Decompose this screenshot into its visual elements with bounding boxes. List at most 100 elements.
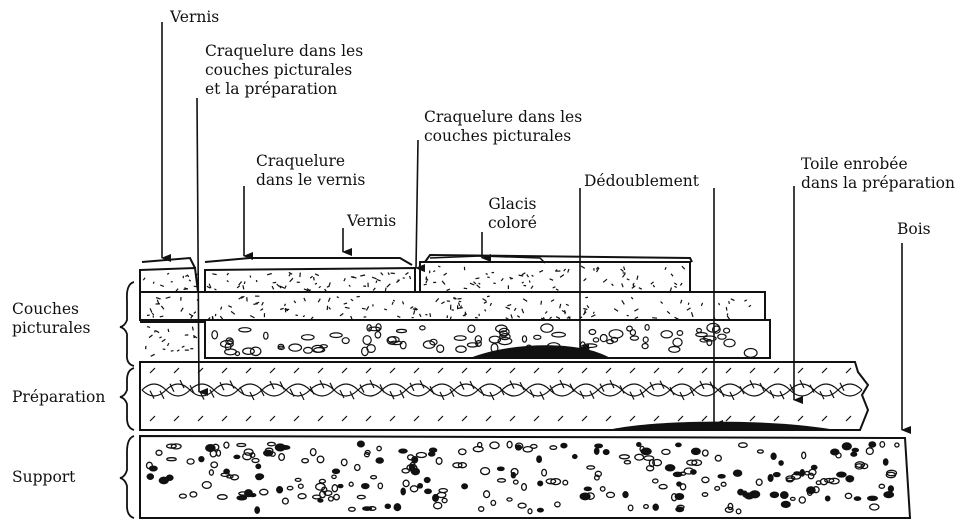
- wood-grain-mark: [411, 468, 419, 474]
- pigment-mark: [637, 276, 638, 280]
- pigment-mark: [522, 282, 524, 283]
- pigment-mark: [483, 299, 487, 301]
- pigment-mark: [545, 311, 547, 313]
- prep-tick: [366, 416, 371, 421]
- pigment-mark: [189, 280, 191, 281]
- wood-grain-mark: [244, 449, 253, 455]
- pigment-mark: [260, 309, 263, 311]
- pigment-mark: [163, 349, 166, 350]
- weave-hatch: [840, 383, 844, 391]
- pigment-blob: [541, 324, 553, 332]
- pigment-mark: [319, 286, 321, 288]
- wood-grain-mark: [349, 482, 353, 486]
- pigment-blob: [643, 337, 648, 342]
- pigment-mark: [623, 274, 626, 278]
- wood-grain-mark: [298, 494, 306, 499]
- label-line: dans le vernis: [256, 171, 365, 190]
- couche-picturale-top: [140, 262, 690, 292]
- pigment-mark: [194, 312, 196, 314]
- pigment-mark: [329, 307, 331, 309]
- pigment-mark: [384, 309, 387, 310]
- pigment-mark: [680, 283, 682, 286]
- wood-grain-mark: [774, 473, 781, 477]
- label-dedoublement: Dédoublement: [584, 172, 699, 191]
- pigment-blob: [456, 346, 466, 352]
- label-toile: Toile enrobée dans la préparation: [801, 155, 955, 193]
- pigment-mark: [337, 297, 339, 298]
- wood-grain-mark: [537, 456, 542, 462]
- wood-grain-mark: [319, 479, 325, 483]
- wood-grain-mark: [528, 509, 532, 514]
- wood-grain-mark: [268, 442, 276, 445]
- label-line: Couches: [12, 300, 91, 319]
- wood-grain-mark: [418, 484, 423, 488]
- pigment-mark: [149, 335, 153, 338]
- pigment-blob: [609, 330, 623, 338]
- wood-grain-mark: [156, 450, 162, 455]
- label-line: Craquelure dans les: [424, 108, 582, 127]
- wood-grain-mark: [550, 446, 557, 450]
- wood-grain-mark: [217, 450, 221, 456]
- wood-grain-mark: [424, 478, 430, 483]
- pigment-mark: [560, 275, 564, 278]
- pigment-blob: [630, 336, 638, 340]
- wood-grain-mark: [334, 494, 340, 499]
- wood-grain-mark: [433, 495, 439, 502]
- wood-grain-mark: [310, 449, 316, 456]
- wood-grain-mark: [869, 442, 876, 447]
- pigment-mark: [749, 305, 751, 307]
- pigment-mark: [410, 307, 413, 309]
- pigment-mark: [674, 286, 676, 287]
- wood-grain-mark: [880, 442, 885, 448]
- prep-tick: [702, 368, 707, 373]
- prep-tick: [654, 416, 659, 421]
- pigment-mark: [614, 309, 618, 312]
- prep-tick: [174, 416, 179, 421]
- wood-grain-mark: [218, 495, 228, 500]
- wood-grain-mark: [779, 461, 783, 465]
- label-line: Glacis: [488, 195, 537, 214]
- pigment-mark: [550, 317, 552, 319]
- pigment-mark: [231, 311, 235, 314]
- pigment-mark: [631, 297, 633, 299]
- paint-texture: [143, 266, 757, 358]
- wood-grain-mark: [514, 480, 519, 484]
- prep-tick: [534, 416, 539, 421]
- pigment-mark: [581, 266, 585, 268]
- pigment-mark: [362, 308, 366, 309]
- pigment-blob: [400, 341, 406, 348]
- pigment-mark: [430, 313, 431, 317]
- wood-grain-mark: [826, 496, 830, 501]
- wood-grain-mark: [734, 470, 742, 476]
- pigment-blob: [397, 329, 407, 332]
- pigment-blob: [630, 330, 635, 336]
- pigment-mark: [318, 299, 320, 303]
- pigment-mark: [349, 285, 350, 287]
- pigment-mark: [729, 301, 730, 304]
- pigment-mark: [397, 316, 400, 317]
- pigment-mark: [486, 274, 488, 275]
- wood-grain-mark: [758, 450, 764, 453]
- pigment-mark: [289, 272, 292, 274]
- side-label-preparation: Préparation: [12, 388, 105, 407]
- side-label-support: Support: [12, 468, 75, 487]
- wood-grain-mark: [842, 443, 851, 450]
- wood-grain-mark: [653, 479, 658, 483]
- pigment-mark: [688, 303, 689, 305]
- pigment-mark: [377, 279, 381, 281]
- pigment-mark: [522, 309, 524, 313]
- wood-grain-mark: [416, 453, 426, 458]
- pigment-mark: [285, 286, 287, 289]
- arrow-craq-couches-prep: [197, 98, 199, 392]
- wood-grain-mark: [190, 492, 197, 497]
- wood-grain-mark: [831, 449, 839, 455]
- wood-grain-mark: [507, 498, 512, 501]
- pigment-blob: [212, 331, 218, 339]
- pigment-blob: [724, 328, 730, 333]
- pigment-mark: [568, 269, 569, 273]
- pigment-mark: [396, 281, 399, 283]
- prep-tick: [462, 368, 467, 373]
- pigment-mark: [177, 350, 179, 351]
- pigment-mark: [501, 278, 503, 281]
